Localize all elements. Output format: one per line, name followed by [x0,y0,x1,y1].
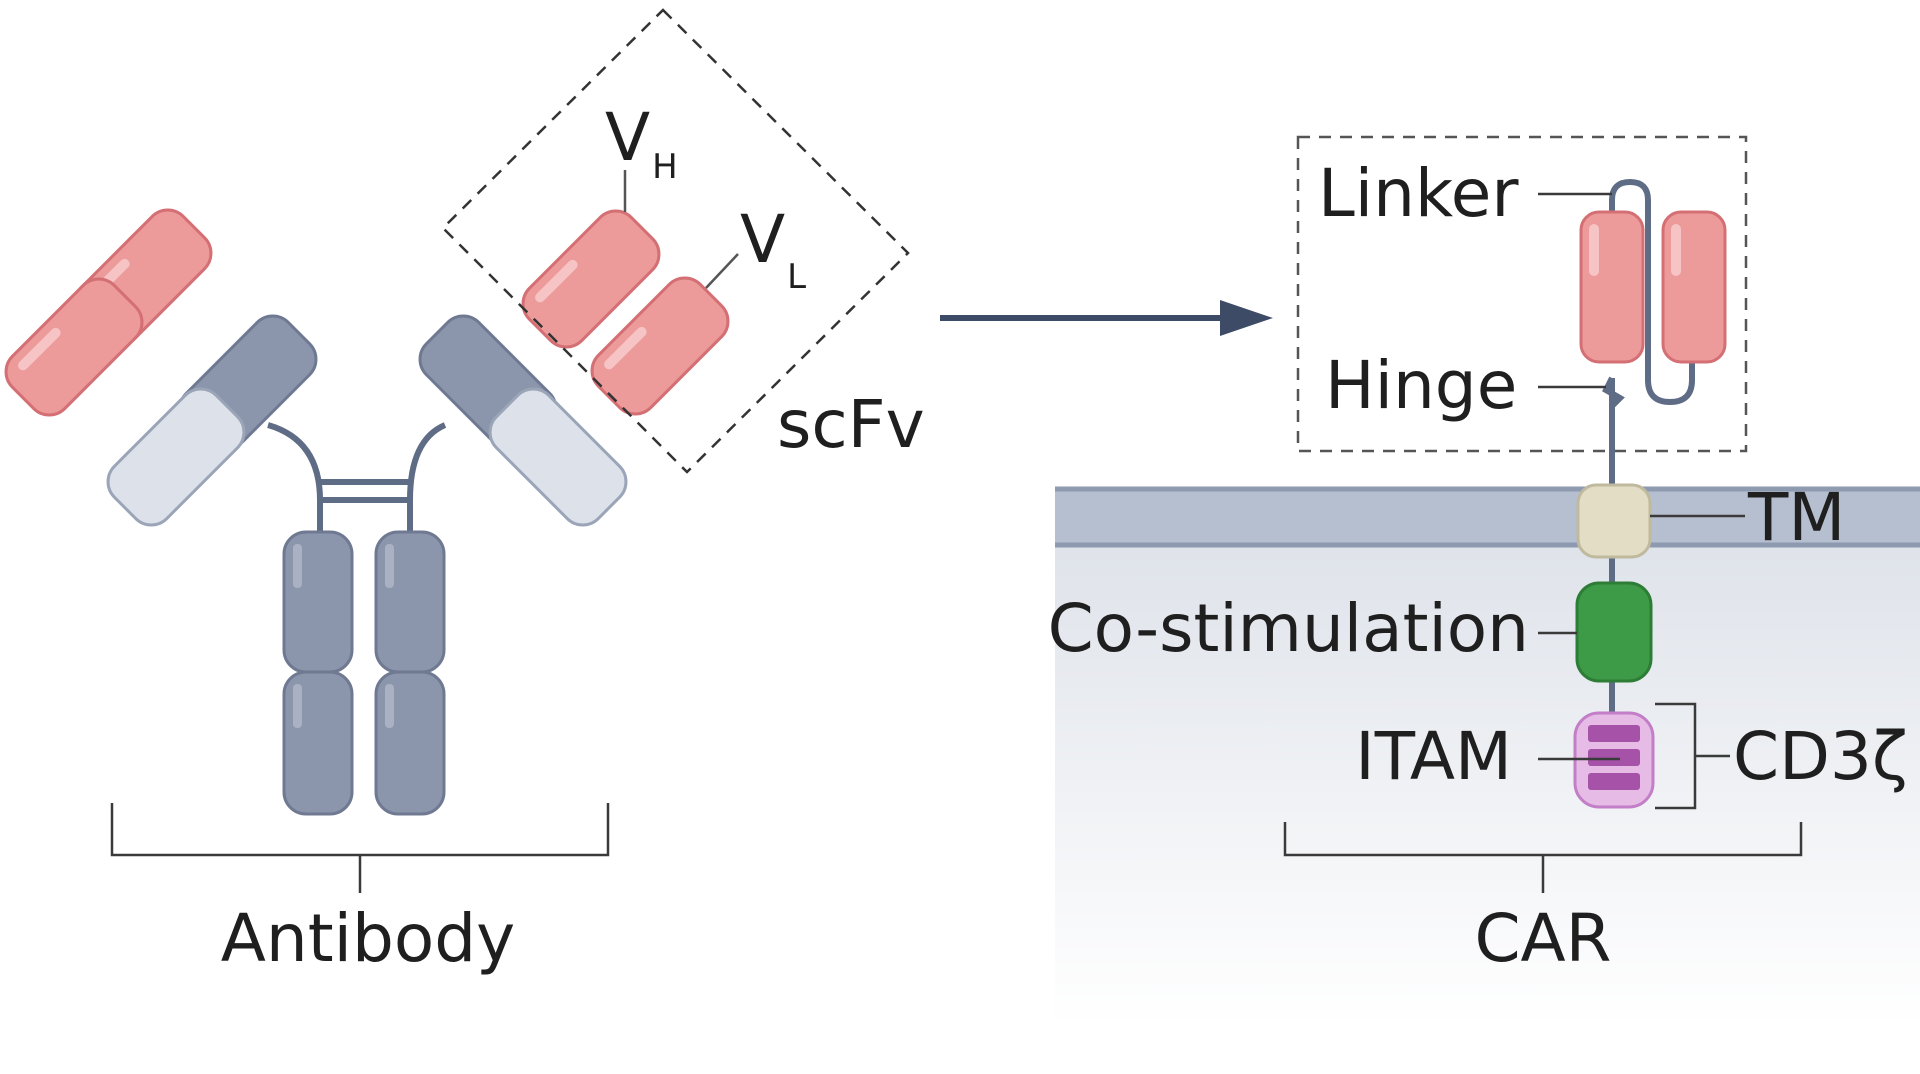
antibody-fc [282,530,446,816]
car-vl-highlight [1671,224,1681,276]
costimulation-domain [1575,581,1653,683]
left-vl-domain [4,277,144,417]
right-light-cl [488,387,628,527]
right-fab-arm [418,209,730,527]
antibody-hinge [267,422,447,545]
car-vh-highlight [1589,224,1599,276]
hinge-label: Hinge [1325,347,1517,424]
itam-motifs [1588,725,1640,790]
scfv-label: scFv [777,386,925,463]
car-label: CAR [1474,900,1611,977]
cell-region [1055,486,1920,1025]
left-light-cl [106,387,246,527]
fc-highlights [293,544,394,728]
left-fab-arm [4,208,318,527]
tm-domain [1576,483,1652,559]
car-stalk [1602,178,1695,760]
linker-label: Linker [1318,155,1519,232]
itam-label: ITAM [1355,718,1512,795]
vh-label: VH [605,99,678,187]
car-leader-lines [1283,192,1803,893]
right-vh-domain [521,209,661,349]
costimulation-label: Co-stimulation [1048,590,1529,667]
tm-label: TM [1747,479,1845,556]
antibody-label: Antibody [221,900,515,977]
antibody-leader-lines [623,170,739,289]
vl-label: VL [740,201,806,297]
antibody-bracket [110,803,610,893]
cell-membrane [1055,487,1920,545]
cd3-zeta-label: CD3ζ [1733,718,1908,795]
antibody-scfv-dashed-box [441,8,910,474]
right-vl-domain [590,276,730,416]
transition-arrow [940,300,1273,336]
cytoplasm [1055,545,1920,1025]
car-scfv-dashed-box [1296,135,1748,453]
